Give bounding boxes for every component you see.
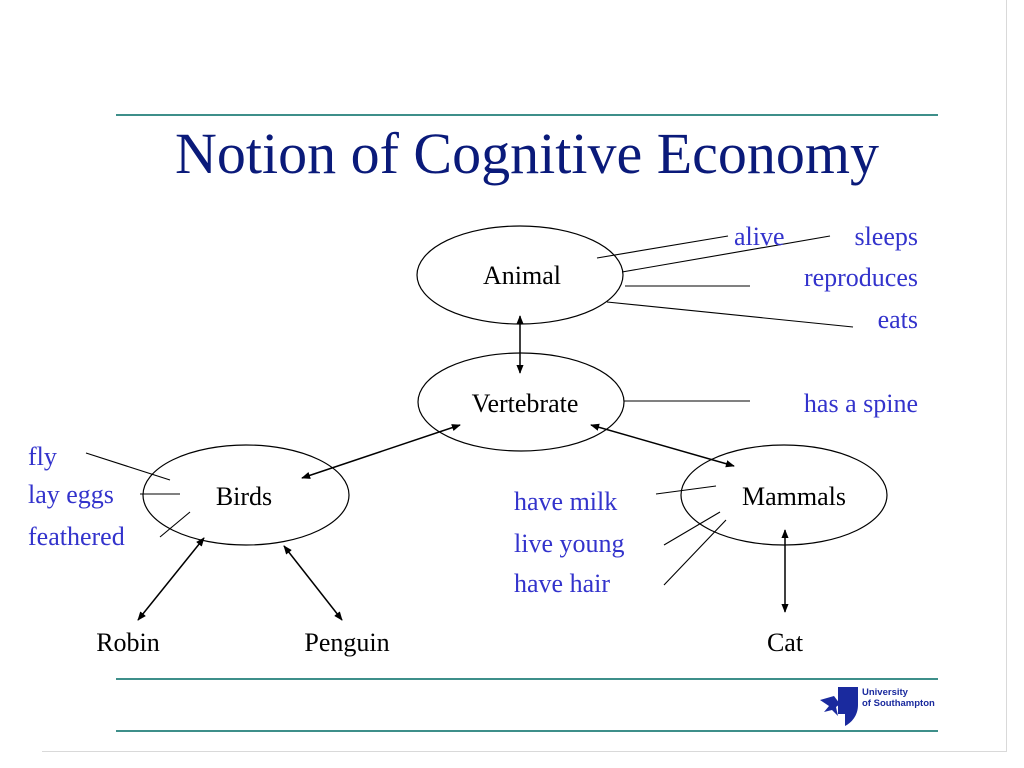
footer-bottom-rule <box>116 730 938 732</box>
connector-mammals-have-hair <box>663 519 727 586</box>
connector-animal-sleeps <box>621 235 831 273</box>
logo-line-university: University <box>862 687 908 698</box>
arrow-birds-penguin <box>283 545 343 621</box>
university-logo: University of Southampton <box>818 684 943 728</box>
attr-birds-lay-eggs: lay eggs <box>28 480 114 509</box>
attr-animal-eats: eats <box>878 305 918 334</box>
arrow-vertebrate-mammals <box>590 423 735 468</box>
node-robin-label: Robin <box>96 628 160 657</box>
node-animal-label: Animal <box>483 261 561 290</box>
connector-mammals-live-young <box>663 511 721 546</box>
attr-animal-reproduces: reproduces <box>804 263 918 292</box>
node-mammals-label: Mammals <box>742 482 846 511</box>
connector-birds-fly <box>85 452 171 481</box>
attr-birds-fly: fly <box>28 442 57 471</box>
node-vertebrate-label: Vertebrate <box>472 389 579 418</box>
footer-top-rule <box>116 678 938 680</box>
attr-mammals-have-milk: have milk <box>514 487 617 516</box>
node-birds-ellipse <box>142 444 350 546</box>
attr-mammals-have-hair: have hair <box>514 569 610 598</box>
slide-title: Notion of Cognitive Economy <box>175 121 879 186</box>
attr-mammals-live-young: live young <box>514 529 625 558</box>
node-cat-label: Cat <box>767 628 804 657</box>
slide-frame-right <box>1006 0 1007 752</box>
connector-animal-eats <box>606 301 854 328</box>
node-birds-label: Birds <box>216 482 272 511</box>
slide-frame-bottom <box>42 751 1007 752</box>
node-penguin-label: Penguin <box>304 628 389 657</box>
attr-birds-feathered: feathered <box>28 522 125 551</box>
logo-line-southampton: of Southampton <box>862 698 935 709</box>
attr-animal-alive: alive <box>734 222 785 251</box>
attr-animal-sleeps: sleeps <box>854 222 918 251</box>
top-rule <box>116 114 938 116</box>
arrow-birds-robin <box>137 537 205 621</box>
university-logo-text: University of Southampton <box>862 687 935 709</box>
connector-birds-feathered <box>159 511 191 538</box>
attr-vertebrate-has-a-spine: has a spine <box>804 389 918 418</box>
connector-mammals-have-milk <box>655 485 717 495</box>
southampton-shield-icon <box>820 687 858 726</box>
connector-animal-alive <box>596 235 729 259</box>
arrow-vertebrate-birds <box>301 424 461 479</box>
